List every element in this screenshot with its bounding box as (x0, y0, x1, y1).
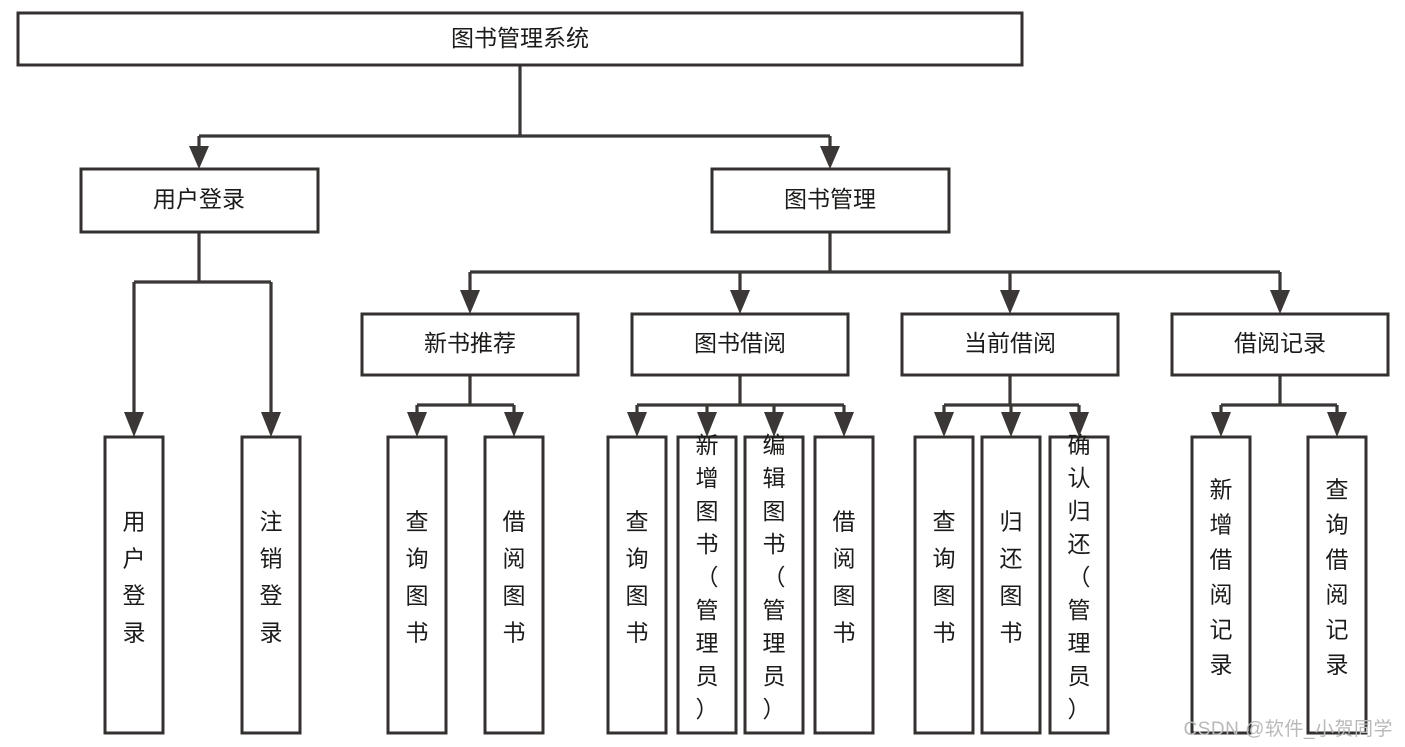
node-leaf-add-borrow-record-box[interactable] (1190, 435, 1252, 735)
node-leaf-borrow-book-2[interactable]: 借阅图书 (813, 435, 875, 735)
node-root[interactable]: 图书管理系统 (16, 11, 1024, 67)
node-borrow-record[interactable]: 借阅记录 (1170, 312, 1390, 377)
node-book-management-label: 图书管理 (784, 186, 876, 212)
node-leaf-query-borrow-record[interactable]: 查询借阅记录 (1306, 435, 1368, 735)
node-leaf-confirm-return-admin-label: 确认归还（管理员） (1068, 432, 1091, 722)
arrow-leaf-borrow-book-1 (504, 412, 524, 437)
node-leaf-confirm-return-admin[interactable]: 确认归还（管理员） (1048, 432, 1110, 735)
node-leaf-logout-login-box[interactable] (240, 435, 302, 735)
arrow-leaf-add-book-admin (697, 412, 717, 437)
node-leaf-logout-login[interactable]: 注销登录 (240, 435, 302, 735)
node-leaf-query-book-3[interactable]: 查询图书 (913, 435, 975, 735)
node-root-box[interactable] (16, 11, 1024, 67)
arrow-leaf-borrow-book-2 (834, 412, 854, 437)
arrow-current-borrow (1000, 290, 1020, 314)
node-leaf-edit-book-admin-box[interactable] (743, 435, 805, 735)
node-leaf-add-borrow-record-label: 新增借阅记录 (1210, 477, 1233, 678)
node-leaf-query-borrow-record-label: 查询借阅记录 (1326, 477, 1349, 678)
arrow-leaf-confirm-return-admin (1069, 412, 1089, 437)
node-leaf-query-book-3-box[interactable] (913, 435, 975, 735)
node-new-book-recommend[interactable]: 新书推荐 (360, 312, 580, 377)
node-leaf-user-login[interactable]: 用户登录 (103, 435, 165, 735)
arrow-leaf-query-borrow-record (1327, 412, 1347, 437)
node-borrow-record-box[interactable] (1170, 312, 1390, 377)
connector-layer (124, 65, 1347, 437)
node-user-login[interactable]: 用户登录 (79, 167, 320, 234)
node-leaf-query-book-1[interactable]: 查询图书 (386, 435, 448, 735)
node-leaf-query-book-1-box[interactable] (386, 435, 448, 735)
arrow-leaf-return-book (1001, 412, 1021, 437)
node-new-book-recommend-box[interactable] (360, 312, 580, 377)
node-leaf-user-login-box[interactable] (103, 435, 165, 735)
node-leaf-query-book-1-label: 查询图书 (406, 509, 429, 646)
arrow-new-book-recommend (460, 290, 480, 314)
node-user-login-label: 用户登录 (153, 186, 245, 212)
node-leaf-logout-login-label: 注销登录 (260, 509, 283, 646)
arrow-book-management (820, 146, 840, 169)
arrow-leaf-query-book-3 (934, 412, 954, 437)
arrow-leaf-edit-book-admin (764, 412, 784, 437)
arrow-leaf-query-book-1 (407, 412, 427, 437)
arrow-leaf-user-login (124, 412, 144, 437)
arrow-leaf-query-book-2 (627, 412, 647, 437)
node-current-borrow[interactable]: 当前借阅 (900, 312, 1120, 377)
arrow-book-borrow (730, 290, 750, 314)
node-user-login-box[interactable] (79, 167, 320, 234)
node-leaf-add-book-admin-box[interactable] (676, 435, 738, 735)
node-leaf-query-book-2[interactable]: 查询图书 (606, 435, 668, 735)
arrow-user-login (189, 146, 209, 169)
arrow-leaf-logout-login (261, 412, 281, 437)
node-leaf-return-book-box[interactable] (980, 435, 1042, 735)
arrow-borrow-record (1270, 290, 1290, 314)
node-leaf-borrow-book-1-label: 借阅图书 (503, 509, 526, 646)
node-current-borrow-box[interactable] (900, 312, 1120, 377)
node-leaf-query-borrow-record-box[interactable] (1306, 435, 1368, 735)
node-leaf-borrow-book-1-box[interactable] (483, 435, 545, 735)
node-current-borrow-label: 当前借阅 (964, 330, 1056, 356)
node-leaf-query-book-3-label: 查询图书 (933, 509, 956, 646)
node-book-management[interactable]: 图书管理 (710, 167, 951, 234)
node-book-borrow[interactable]: 图书借阅 (630, 312, 850, 377)
node-leaf-borrow-book-2-label: 借阅图书 (833, 509, 856, 646)
node-leaf-borrow-book-2-box[interactable] (813, 435, 875, 735)
node-leaf-add-book-admin[interactable]: 新增图书（管理员） (676, 432, 738, 735)
node-leaf-add-book-admin-label: 新增图书（管理员） (696, 432, 719, 722)
node-leaf-return-book-label: 归还图书 (1000, 509, 1023, 646)
node-book-borrow-label: 图书借阅 (694, 330, 786, 356)
arrow-leaf-add-borrow-record (1211, 412, 1231, 437)
node-leaf-query-book-2-box[interactable] (606, 435, 668, 735)
node-leaf-edit-book-admin-label: 编辑图书（管理员） (763, 432, 786, 722)
node-borrow-record-label: 借阅记录 (1234, 330, 1326, 356)
node-leaf-edit-book-admin[interactable]: 编辑图书（管理员） (743, 432, 805, 735)
node-new-book-recommend-label: 新书推荐 (424, 330, 516, 356)
node-leaf-user-login-label: 用户登录 (123, 509, 146, 646)
node-book-borrow-box[interactable] (630, 312, 850, 377)
node-book-management-box[interactable] (710, 167, 951, 234)
node-leaf-confirm-return-admin-box[interactable] (1048, 435, 1110, 735)
node-leaf-query-book-2-label: 查询图书 (626, 509, 649, 646)
node-leaf-borrow-book-1[interactable]: 借阅图书 (483, 435, 545, 735)
node-leaf-return-book[interactable]: 归还图书 (980, 435, 1042, 735)
node-leaf-add-borrow-record[interactable]: 新增借阅记录 (1190, 435, 1252, 735)
node-root-label: 图书管理系统 (451, 25, 589, 51)
